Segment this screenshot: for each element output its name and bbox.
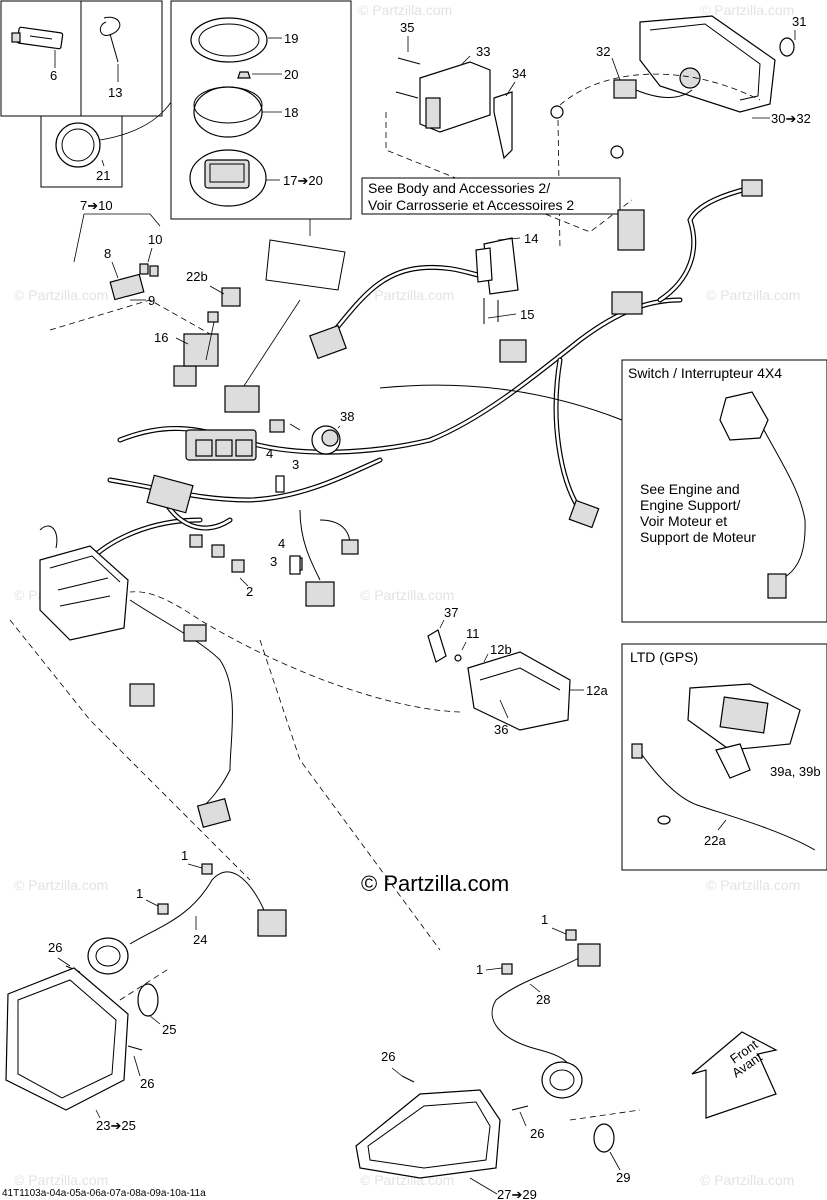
box-gps: LTD (GPS) 39a, 39b 22a	[621, 643, 827, 871]
callout-29: 29	[616, 1170, 630, 1185]
socket-38: 38	[289, 409, 354, 455]
callout-34: 34	[512, 66, 526, 81]
callout-13: 13	[108, 85, 122, 100]
callout-22b: 22b	[186, 269, 208, 284]
callout-9: 9	[148, 293, 155, 308]
engine-line3: Voir Moteur et	[640, 513, 727, 529]
box-switch-4x4: Switch / Interrupteur 4X4 See Engine and…	[621, 359, 827, 623]
callout-30-32: 30➔32	[771, 111, 811, 126]
callout-3b: 3	[270, 554, 277, 569]
callout-37: 37	[444, 605, 458, 620]
callout-24: 24	[193, 932, 207, 947]
watermark-text: © Partzilla.com	[700, 2, 794, 18]
callout-35: 35	[400, 20, 414, 35]
callout-1d: 1	[476, 962, 483, 977]
cable-tie-icon	[99, 16, 121, 63]
callout-23-25: 23➔25	[96, 1118, 136, 1133]
callout-33: 33	[476, 44, 490, 59]
callout-7-10: 7➔10	[80, 198, 113, 213]
callout-26a: 26	[48, 940, 62, 955]
arrow-icon: Front Avant	[691, 1031, 778, 1119]
callout-1b: 1	[136, 886, 143, 901]
engine-line2: Engine Support/	[640, 497, 741, 513]
fuse-box	[39, 545, 129, 641]
watermark-text: © Partzilla.com	[360, 287, 454, 303]
callout-11: 11	[466, 626, 480, 641]
engine-line1: See Engine and	[640, 481, 740, 497]
callout-26c: 26	[381, 1049, 395, 1064]
watermark-text: © Partzilla.com	[706, 877, 800, 893]
callout-36: 36	[494, 722, 508, 737]
watermark-main: © Partzilla.com	[361, 871, 509, 896]
switch-title: Switch / Interrupteur 4X4	[628, 365, 782, 381]
callout-28: 28	[536, 992, 550, 1007]
tube-icon	[11, 26, 64, 50]
main-harness	[87, 179, 763, 828]
callout-21: 21	[96, 168, 110, 183]
callout-38: 38	[340, 409, 354, 424]
callout-25: 25	[162, 1022, 176, 1037]
gauge-icon	[55, 122, 101, 168]
watermark-text: © Partzilla.com	[14, 287, 108, 303]
box-grease-tie: 6 13	[0, 0, 163, 117]
callout-4a: 4	[266, 446, 273, 461]
callout-19: 19	[284, 31, 298, 46]
callout-39: 39a, 39b	[770, 764, 821, 779]
callout-26d: 26	[530, 1126, 544, 1141]
watermark-text: © Partzilla.com	[706, 287, 800, 303]
callout-22a: 22a	[704, 833, 726, 848]
watermark-text: © Partzilla.com	[358, 2, 452, 18]
callout-20: 20	[284, 67, 298, 82]
callout-12a: 12a	[586, 683, 608, 698]
callout-14: 14	[524, 231, 538, 246]
callout-16: 16	[154, 330, 168, 345]
engine-line4: Support de Moteur	[640, 529, 756, 545]
watermark-text: © Partzilla.com	[360, 587, 454, 603]
callout-26b: 26	[140, 1076, 154, 1091]
body-ref-line2: Voir Carrosserie et Accessoires 2	[368, 197, 574, 213]
callout-18: 18	[284, 105, 298, 120]
watermark-text: © Partzilla.com	[700, 1172, 794, 1188]
watermark-text: © Partzilla.com	[14, 877, 108, 893]
callout-1c: 1	[541, 912, 548, 927]
bracket-12a: 37 11 12b 12a 36	[129, 591, 608, 737]
headlight-left: 1 1 24 26 25 26 23➔25	[5, 848, 287, 1133]
headlight-right: 1 1 28 26 26 29 27➔29	[355, 912, 641, 1200]
callout-15: 15	[520, 307, 534, 322]
callout-32: 32	[596, 44, 610, 59]
callout-8: 8	[104, 246, 111, 261]
callout-6: 6	[50, 68, 57, 83]
callout-27-29: 27➔29	[497, 1187, 537, 1200]
taillight-assembly: 31 32 30➔32	[550, 14, 811, 251]
reference-code: 41T1103a-04a-05a-06a-07a-08a-09a-10a-11a	[2, 1188, 206, 1199]
note-body-reference: See Body and Accessories 2/ Voir Carross…	[361, 177, 621, 215]
callout-2: 2	[246, 584, 253, 599]
relay-assembly: 35 33 34	[385, 20, 633, 233]
box-gauge: 19 20 18 17➔20	[170, 0, 352, 220]
gps-title: LTD (GPS)	[630, 649, 698, 665]
watermark-text: © Partzilla.com	[14, 1172, 108, 1188]
callout-31: 31	[792, 14, 806, 29]
callout-3a: 3	[292, 457, 299, 472]
callout-12b: 12b	[490, 642, 512, 657]
callout-4b: 4	[278, 536, 285, 551]
callout-17-20: 17➔20	[283, 173, 323, 188]
callout-1a: 1	[181, 848, 188, 863]
body-ref-line1: See Body and Accessories 2/	[368, 180, 550, 196]
horn-relay: 14 15	[475, 231, 538, 324]
callout-10: 10	[148, 232, 162, 247]
